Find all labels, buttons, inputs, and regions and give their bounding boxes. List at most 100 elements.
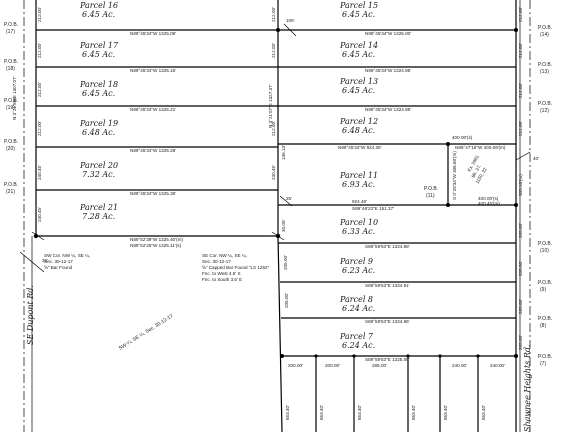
bearing-east-9: S89°59'53"E 1325.00' [365, 357, 410, 362]
bearing-east-1: N89°45'34"W 1325.00' [365, 31, 411, 36]
parcel-21-name: Parcel 21 [79, 203, 118, 212]
bearing-east-4b: N89°47'16"W 400.59'(m) [455, 145, 506, 150]
parcel-20-name: Parcel 20 [79, 161, 118, 170]
pob-label: P.O.B. [538, 316, 552, 322]
se-corner-note-2: Sec. 30-12-17 [202, 259, 231, 264]
west-dist-6: 240.45' [37, 207, 42, 222]
pob-label: P.O.B. [538, 241, 552, 247]
dist-400-a: 400.00'(s) [452, 135, 473, 140]
corner-notes: SW Cor. NW ¼, SE ¼, Sec. 30-12-17 ⅝" Bar… [44, 154, 488, 352]
diag-bearing: S 0°20'34"W 306.60'(m) [452, 151, 457, 200]
bottom-long-6: 653.40' [481, 405, 486, 420]
pob-21: (21) [6, 189, 15, 195]
parcel-labels: Parcel 16 6.45 Ac. Parcel 17 6.45 Ac. Pa… [79, 1, 378, 350]
bearing-east-5b: S89°46'23"E 151.37' [352, 206, 394, 211]
east-dist-7: 205.00' [518, 335, 523, 350]
pob-11: (11) [426, 193, 435, 199]
east-dist-10: 205.00' [518, 223, 523, 238]
parcel-10-name: Parcel 10 [339, 218, 378, 227]
road-labels: SE Dupont Rd. Shawnee Heights Rd. [26, 285, 532, 432]
parcel-16-name: Parcel 16 [79, 1, 118, 10]
pob-18: (18) [6, 66, 15, 72]
pob-label: P.O.B. [4, 59, 18, 65]
pob-12: (12) [540, 108, 549, 114]
bottom-dist-4: 240.00' [452, 363, 467, 368]
pob-8: (8) [540, 323, 546, 329]
pob-13: (13) [540, 69, 549, 75]
parcel-21-area: 7.28 Ac. [82, 212, 115, 221]
parcel-11-name: Parcel 11 [339, 171, 378, 180]
parcel-14-area: 6.45 Ac. [342, 50, 375, 59]
parcel-16-area: 6.45 Ac. [82, 10, 115, 19]
parcel-18-area: 6.45 Ac. [82, 89, 115, 98]
bearing-east-8: S89°59'53"E 1324.96' [365, 319, 410, 324]
bearing-east-3: N89°45'34"W 1324.96' [365, 107, 411, 112]
mid-dist-4: 212.00' [271, 121, 276, 136]
bottom-dist-2: 200.00' [325, 363, 340, 368]
parcel-11-area: 6.93 Ac. [342, 180, 375, 189]
parcel-17-name: Parcel 17 [79, 41, 119, 50]
parcel-13-name: Parcel 13 [339, 77, 378, 86]
pob-label: P.O.B. [4, 98, 18, 104]
bearing-east-4a: N89°45'34"W 924.35' [338, 145, 382, 150]
mid-dist-5: 240.45' [271, 165, 276, 180]
pob-markers: P.O.B. (17) P.O.B. (18) P.O.B. (19) P.O.… [4, 22, 552, 367]
parcel-19-name: Parcel 19 [79, 119, 118, 128]
pob-label: P.O.B. [538, 280, 552, 286]
bearing-west-1: N89°45'34"W 1325.08' [130, 31, 176, 36]
parcel-15-name: Parcel 15 [339, 1, 378, 10]
bearing-west-4: N89°45'34"W 1325.28' [130, 148, 176, 153]
bottom-dist-1: 200.00' [288, 363, 303, 368]
parcel-18-name: Parcel 18 [79, 80, 118, 89]
mid-dist-2: 212.00' [271, 43, 276, 58]
parcel-12-area: 6.48 Ac. [342, 126, 375, 135]
west-long-bearing: N 0°21'59"E 1307.07' [12, 76, 17, 120]
west-dist-4: 212.00' [37, 121, 42, 136]
pob-label: P.O.B. [538, 354, 552, 360]
parcel-9-name: Parcel 9 [339, 257, 373, 266]
bottom-dist-5: 240.00' [490, 363, 505, 368]
dist-40: 40' [533, 156, 539, 161]
bearing-east-7: S89°59'53"E 1324.91' [365, 283, 410, 288]
parcel-14-name: Parcel 14 [339, 41, 378, 50]
se-corner-note-5: Fnc. to South 3.5' E [202, 277, 242, 282]
east-dist-2: 212.00' [518, 43, 523, 58]
dist-25-a: 25' [42, 258, 48, 263]
parcel-12-name: Parcel 12 [339, 117, 378, 126]
parcel-17-area: 6.45 Ac. [82, 50, 115, 59]
parcel-10-area: 6.33 Ac. [342, 227, 375, 236]
pob-9: (9) [540, 287, 546, 293]
bottom-long-2: 653.40' [319, 405, 324, 420]
bearing-labels: N89°45'34"W 1325.08' N89°45'34"W 1325.15… [42, 18, 539, 368]
road-dupont: SE Dupont Rd. [26, 285, 35, 345]
dist-25-b: 25' [286, 196, 292, 201]
dist-4045: 400.45'(m) [478, 201, 500, 206]
se-corner-note-4: Fnc. to West 4.5' S [202, 271, 241, 276]
exception-note-2: Bk. 27, [471, 164, 482, 179]
pob-19: (19) [6, 105, 15, 111]
bottom-long-5: 653.40' [443, 405, 448, 420]
pob-label: P.O.B. [4, 139, 18, 145]
bearing-west-2: N89°45'34"W 1325.15' [130, 68, 176, 73]
pob-14: (14) [540, 32, 549, 38]
parcel-15-area: 6.45 Ac. [342, 10, 375, 19]
mid-dist-30: 30.05' [281, 220, 286, 232]
pob-label: P.O.B. [4, 22, 18, 28]
boundary-lines [19, 0, 531, 432]
bottom-long-1: 653.40' [285, 405, 290, 420]
bottom-long-3: 653.40' [357, 405, 362, 420]
parcel-20-area: 7.32 Ac. [82, 170, 115, 179]
bearing-west-6b: N89°52'25"W 1325.11'(s) [130, 243, 182, 248]
bearing-east-5: 924.48' [352, 199, 367, 204]
bottom-dist-3: 285.00' [372, 363, 387, 368]
sw-corner-note-2: Sec. 30-12-17 [44, 259, 73, 264]
dist-400-b: 400.00'(s) [478, 196, 499, 201]
pob-7: (7) [540, 361, 546, 367]
parcel-9-area: 6.23 Ac. [342, 266, 375, 275]
west-dist-5: 240.45' [37, 165, 42, 180]
parcel-13-area: 6.45 Ac. [342, 86, 375, 95]
parcel-8-name: Parcel 8 [339, 295, 373, 304]
pob-label: P.O.B. [538, 62, 552, 68]
parcel-7-area: 6.24 Ac. [342, 341, 375, 350]
